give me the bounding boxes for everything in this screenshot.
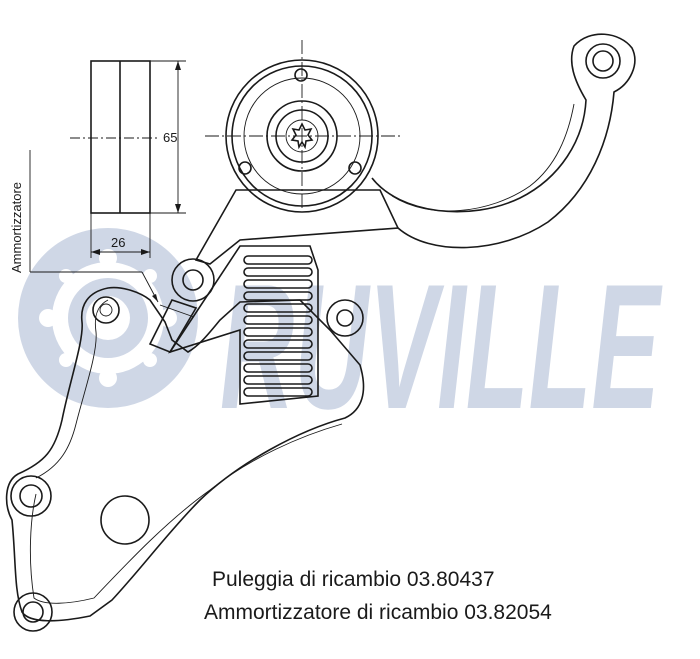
- pulley-caption: Puleggia di ricambio 03.80437: [212, 568, 495, 591]
- damper-spring: [243, 255, 313, 397]
- tensioner-arm-curve-inner: [391, 103, 575, 212]
- bottom-mount-hole: [13, 592, 53, 632]
- dimension-26: 26: [90, 213, 151, 258]
- tensioner-bracket: [5, 286, 365, 622]
- spring-coil: [243, 387, 313, 397]
- pulley-rivet-right: [348, 161, 362, 175]
- shock-absorber-vertical-label: Ammortizzatore: [9, 182, 24, 273]
- right-pivot-hole: [326, 299, 364, 337]
- torx-socket: [290, 122, 314, 150]
- arm-end-hole-inner: [592, 50, 614, 72]
- brand-logo-text: RUVILLE: [220, 247, 663, 446]
- tensioner-pulley: [225, 59, 379, 213]
- dimension-65: 65: [150, 60, 186, 214]
- spring-coil: [243, 351, 313, 361]
- spring-coil: [243, 375, 313, 385]
- dimension-65-label: 65: [163, 130, 177, 145]
- brand-emblem: [18, 228, 198, 408]
- bracket-bolt-hole-inner: [99, 303, 113, 317]
- pulley-rivet-left: [238, 161, 252, 175]
- shock-absorber: [148, 245, 319, 405]
- spring-coil: [243, 363, 313, 373]
- spring-coil: [243, 255, 313, 265]
- pulley-side-view: [70, 60, 160, 214]
- tensioner-arm-curve: [371, 33, 636, 249]
- spring-coil: [243, 327, 313, 337]
- right-pivot-hole-inner: [336, 309, 354, 327]
- shock-absorber-caption: Ammortizzatore di ricambio 03.82054: [204, 601, 552, 624]
- shock-absorber-leader: [29, 150, 159, 303]
- spring-coil: [243, 339, 313, 349]
- spring-coil: [243, 315, 313, 325]
- bracket-inner-contour: [29, 299, 343, 604]
- brand-watermark: RUVILLE: [18, 228, 663, 446]
- lower-mount-hole: [10, 475, 52, 517]
- spring-coil: [243, 291, 313, 301]
- dimension-26-label: 26: [111, 235, 125, 250]
- bottom-mount-hole-inner: [22, 601, 44, 623]
- pulley-rivet-top: [294, 68, 308, 82]
- lower-mount-hole-inner: [19, 484, 43, 508]
- spring-coil: [243, 267, 313, 277]
- arm-end-hole: [585, 43, 621, 79]
- spring-coil: [243, 279, 313, 289]
- spring-coil: [243, 303, 313, 313]
- bracket-bolt-hole: [92, 296, 120, 324]
- centre-lightening-hole: [100, 495, 150, 545]
